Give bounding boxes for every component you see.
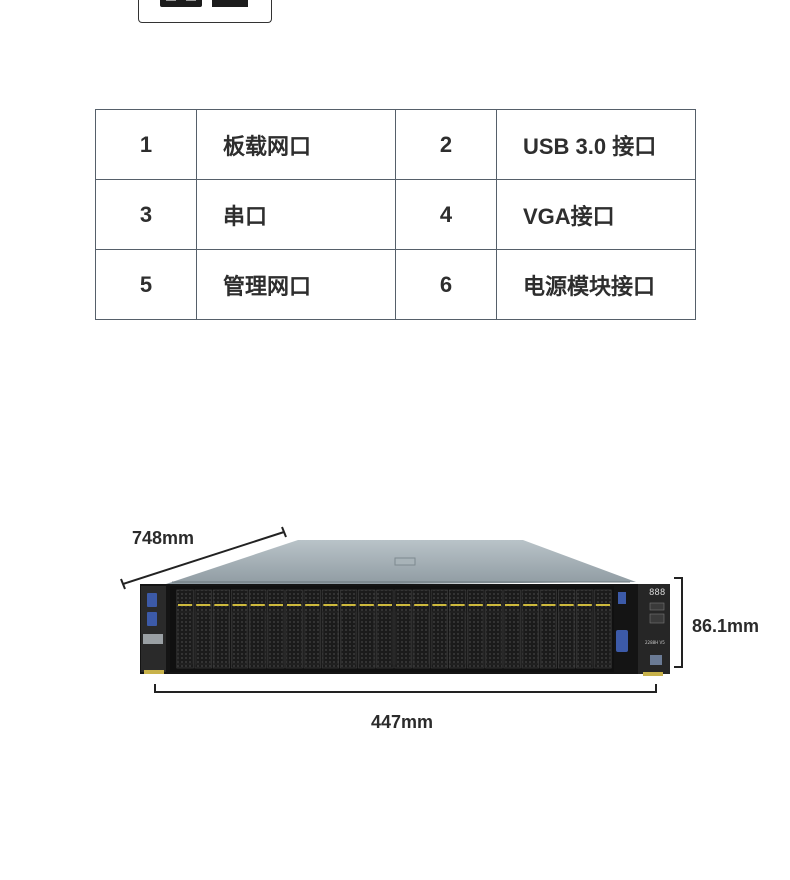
drive-bay[interactable]: [430, 589, 449, 669]
drive-bay[interactable]: [394, 589, 412, 669]
usb-port-icon: [618, 592, 626, 604]
model-label: 2288H V5: [645, 640, 665, 645]
depth-dimension-label: 748mm: [132, 528, 195, 548]
drive-bay[interactable]: [230, 589, 249, 669]
drive-bay[interactable]: [358, 589, 376, 669]
port-label: USB 3.0 接口: [496, 109, 696, 180]
drive-bay[interactable]: [376, 589, 394, 669]
drive-bay[interactable]: [249, 589, 267, 669]
drive-bay[interactable]: [485, 589, 503, 669]
drive-bay[interactable]: [594, 589, 612, 669]
port-label: 管理网口: [196, 249, 396, 320]
port-legend-box: [138, 0, 272, 23]
port-legend-table: 1 板载网口 2 USB 3.0 接口 3 串口 4 VGA接口 5 管理网口 …: [95, 109, 696, 320]
drive-bay[interactable]: [321, 589, 340, 669]
port-label: VGA接口: [496, 179, 696, 250]
drive-bay[interactable]: [176, 589, 194, 669]
drive-bay[interactable]: [539, 589, 558, 669]
drive-bays: [176, 589, 612, 669]
port-label: 串口: [196, 179, 396, 250]
drive-bay[interactable]: [412, 589, 430, 669]
port-label: 板载网口: [196, 109, 396, 180]
table-row: 3 串口 4 VGA接口: [95, 179, 696, 250]
port-label: 电源模块接口: [496, 249, 696, 320]
drive-bay[interactable]: [303, 589, 321, 669]
port-number: 1: [95, 109, 197, 180]
table-row: 5 管理网口 6 电源模块接口: [95, 249, 696, 320]
drive-bay[interactable]: [339, 589, 358, 669]
port-number: 3: [95, 179, 197, 250]
drive-bay[interactable]: [521, 589, 539, 669]
serial-port-icon: [212, 0, 248, 7]
drive-bay[interactable]: [557, 589, 576, 669]
drive-bay[interactable]: [194, 589, 212, 669]
drive-bay[interactable]: [448, 589, 467, 669]
port-number: 5: [95, 249, 197, 320]
height-dimension-line: [674, 577, 683, 668]
port-number: 2: [395, 109, 497, 180]
server-illustration: 888 2288H V5: [120, 526, 683, 693]
usb-port-icon: [147, 612, 157, 626]
drive-bay[interactable]: [285, 589, 303, 669]
chassis-latch: [394, 557, 416, 566]
power-button-icon: [649, 613, 665, 624]
cpu-badge-icon: [650, 655, 662, 665]
drive-bay[interactable]: [212, 589, 231, 669]
depth-dimension-line: [120, 526, 287, 590]
vga-port-icon: [616, 630, 628, 652]
table-row: 1 板载网口 2 USB 3.0 接口: [95, 109, 696, 180]
usb-port-icon: [147, 593, 157, 607]
drive-bay[interactable]: [576, 589, 594, 669]
drive-bay[interactable]: [503, 589, 521, 669]
drive-bay[interactable]: [467, 589, 485, 669]
width-dimension-line: [154, 684, 657, 693]
rj45-port-icon: [160, 0, 202, 7]
label-plate: [143, 634, 163, 644]
width-dimension-label: 447mm: [371, 712, 434, 732]
status-display: 888: [649, 588, 665, 598]
height-dimension-label: 86.1mm: [692, 616, 760, 636]
server-dimension-figure: 888 2288H V5 748mm 86.1mm 447mm: [0, 500, 790, 760]
drive-bay[interactable]: [267, 589, 285, 669]
port-number: 4: [395, 179, 497, 250]
port-number: 6: [395, 249, 497, 320]
